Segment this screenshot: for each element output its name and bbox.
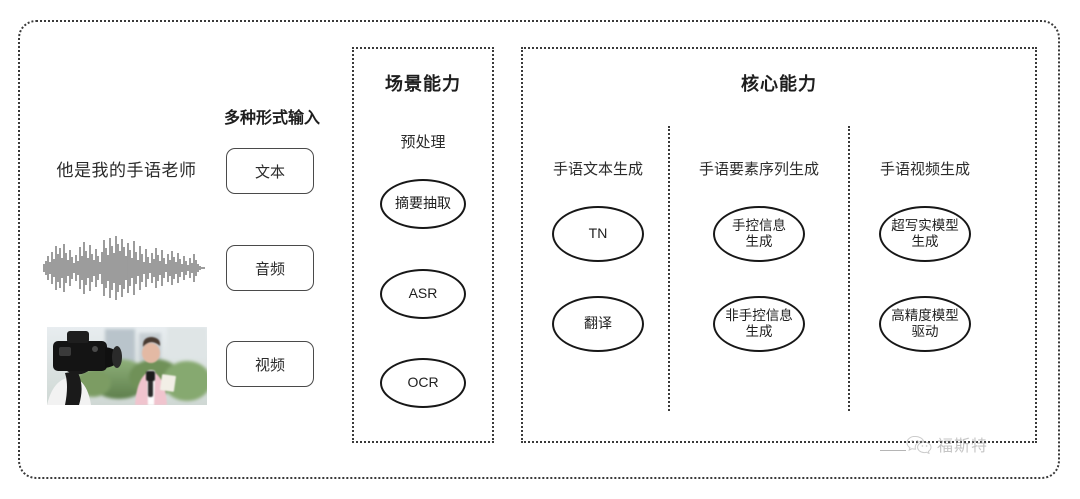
sample-sentence-text: 他是我的手语老师: [56, 161, 197, 180]
core-capability-title: 核心能力: [741, 74, 817, 94]
node-label: 翻译: [584, 315, 612, 332]
watermark-dash: [880, 450, 906, 451]
node-label-line1: 超写实模型: [891, 217, 959, 233]
modality-button-text[interactable]: 文本: [226, 148, 314, 194]
node-high-precision-model-driving[interactable]: 高精度模型 驱动: [879, 296, 971, 352]
core-column-divider-1: [668, 126, 670, 411]
node-label-line1: 手控信息: [732, 217, 786, 233]
modality-label: 文本: [254, 163, 285, 181]
wechat-icon: [906, 435, 932, 454]
modality-button-audio[interactable]: 音频: [226, 245, 314, 291]
node-label-wrap: 非手控信息 生成: [725, 308, 793, 341]
scene-capability-title: 场景能力: [385, 74, 461, 94]
input-section-heading: 多种形式输入: [223, 110, 320, 127]
node-label: 摘要抽取: [395, 195, 451, 212]
preprocess-label: 预处理: [400, 134, 446, 151]
node-hyperrealistic-model-generation[interactable]: 超写实模型 生成: [879, 206, 971, 262]
node-label-line2: 驱动: [911, 324, 939, 339]
watermark-text: 福斯特: [937, 438, 989, 455]
node-label-line1: 非手控信息: [725, 307, 793, 323]
node-abstract-extraction[interactable]: 摘要抽取: [380, 179, 466, 229]
core-column-label-sign-element-sequence: 手语要素序列生成: [698, 161, 819, 178]
core-column-label-sign-video: 手语视频生成: [879, 161, 970, 178]
modality-button-video[interactable]: 视频: [226, 341, 314, 387]
core-column-divider-2: [848, 126, 850, 411]
node-label-line2: 生成: [745, 324, 773, 339]
core-capability-panel: 核心能力: [521, 47, 1037, 443]
node-label-wrap: 高精度模型 驱动: [891, 308, 959, 341]
node-label-line2: 生成: [745, 234, 773, 249]
node-label: OCR: [407, 374, 439, 391]
node-label-wrap: 超写实模型 生成: [891, 218, 959, 251]
node-ocr[interactable]: OCR: [380, 358, 466, 408]
node-asr[interactable]: ASR: [380, 269, 466, 319]
watermark: 福斯特: [906, 432, 988, 456]
modality-label: 视频: [254, 356, 285, 374]
waveform-icon: [43, 236, 205, 300]
node-tn[interactable]: TN: [552, 206, 644, 262]
node-label-wrap: 手控信息 生成: [732, 218, 786, 251]
node-manual-info-generation[interactable]: 手控信息 生成: [713, 206, 805, 262]
core-column-label-sign-text: 手语文本生成: [552, 161, 643, 178]
scene-capability-panel: 场景能力: [352, 47, 494, 443]
modality-label: 音频: [254, 260, 285, 278]
video-thumbnail-icon: [47, 327, 207, 405]
node-label: ASR: [408, 285, 438, 302]
node-translation[interactable]: 翻译: [552, 296, 644, 352]
node-label-line1: 高精度模型: [891, 307, 959, 323]
node-label: TN: [588, 225, 608, 242]
outer-frame: [18, 20, 1060, 479]
node-label-line2: 生成: [911, 234, 939, 249]
node-non-manual-info-generation[interactable]: 非手控信息 生成: [713, 296, 805, 352]
